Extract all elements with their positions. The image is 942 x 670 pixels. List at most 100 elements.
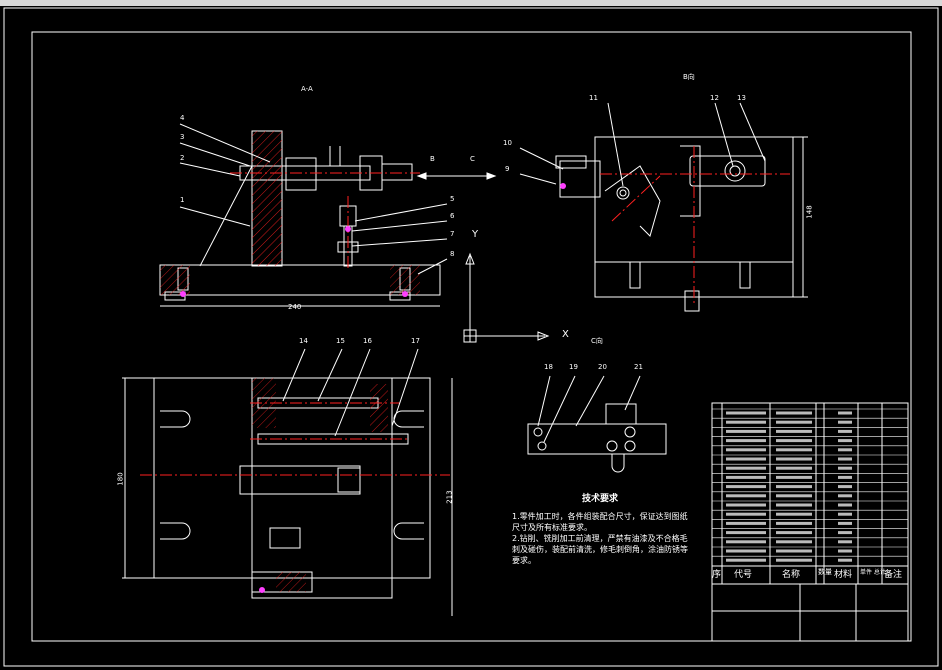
bom-cell-text	[838, 466, 852, 470]
bom-cell-text	[726, 549, 766, 553]
bom-cell-text	[838, 457, 852, 461]
part-no-4: 4	[180, 114, 185, 122]
plan-hatch-2	[370, 384, 388, 432]
bom-cell-text	[726, 558, 766, 562]
bom-header-code: 代号	[734, 570, 753, 580]
bom-cell-text	[776, 466, 812, 470]
drawing-border-inner	[31, 31, 912, 642]
bom-cell-text	[776, 494, 812, 498]
bom-cell-text	[776, 485, 812, 489]
bom-cell-text	[726, 521, 766, 525]
title-bar	[0, 0, 942, 6]
bom-cell-text	[838, 540, 852, 544]
part-no-18: 18	[544, 363, 553, 371]
plan-view	[122, 377, 453, 616]
bom-cell-text	[726, 503, 766, 507]
bolt-mark-right	[402, 291, 408, 297]
bom-table	[711, 402, 909, 642]
part-no-19: 19	[569, 363, 578, 371]
view-title-aa: A-A	[301, 85, 313, 93]
base-hatch-right	[390, 265, 420, 295]
bom-cell-text	[838, 521, 852, 525]
leader-lines-b	[519, 102, 766, 187]
part-no-5: 5	[450, 195, 455, 203]
bom-cell-text	[726, 457, 766, 461]
part-no-8: 8	[450, 250, 455, 258]
dimension-240: 240	[288, 303, 302, 311]
bom-cell-text	[776, 439, 812, 443]
cad-drawing-canvas[interactable]	[0, 6, 942, 670]
part-no-17: 17	[411, 337, 420, 345]
bom-cell-text	[726, 429, 766, 433]
bom-cell-text	[838, 549, 852, 553]
part-no-21: 21	[634, 363, 643, 371]
ucs-axes-icon[interactable]	[463, 252, 550, 343]
part-no-13: 13	[737, 94, 746, 102]
bom-cell-text	[838, 512, 852, 516]
bom-header-qty: 数量	[818, 568, 832, 576]
pin-mark	[345, 226, 351, 232]
bom-cell-text	[776, 448, 812, 452]
bom-header-remark: 备注	[884, 570, 903, 580]
technical-requirements: 技术要求 1.零件加工时，各件组装配合尺寸，保证达到图纸尺寸及所有标准要求。 2…	[512, 494, 688, 566]
leader-lines-plan	[282, 348, 419, 437]
part-no-11: 11	[589, 94, 598, 102]
bom-cell-text	[838, 448, 852, 452]
axis-label-y: Y	[472, 229, 479, 240]
bom-cell-text	[838, 503, 852, 507]
bom-cell-text	[776, 558, 812, 562]
tech-req-item-1: 1.零件加工时，各件组装配合尺寸，保证达到图纸尺寸及所有标准要求。	[512, 512, 688, 532]
tech-req-item-2: 2.钻削、铣削加工前清理，严禁有油漆及不合格毛刺及碰伤，装配前清洗，修毛刺倒角，…	[512, 534, 688, 565]
view-arrows	[416, 172, 497, 180]
part-no-14: 14	[299, 337, 308, 345]
bom-cell-text	[776, 531, 812, 535]
bom-cell-text	[726, 531, 766, 535]
arrow-label-c: C	[470, 155, 475, 163]
bom-cell-text	[726, 494, 766, 498]
bom-cell-text	[776, 521, 812, 525]
axis-label-x: X	[562, 329, 569, 340]
bom-header-material: 材料	[834, 570, 853, 580]
bom-cell-text	[726, 420, 766, 424]
bom-cell-text	[838, 439, 852, 443]
column-hatch	[252, 131, 282, 266]
bom-cell-text	[838, 531, 852, 535]
bom-cell-text	[776, 457, 812, 461]
bom-cell-text	[776, 512, 812, 516]
bom-cell-text	[726, 439, 766, 443]
part-no-3: 3	[180, 133, 185, 141]
bom-cell-text	[726, 512, 766, 516]
bom-cell-text	[726, 411, 766, 415]
b-mark	[560, 183, 566, 189]
bom-cell-text	[726, 448, 766, 452]
bom-header-weight: 单件 总计	[860, 569, 886, 576]
bom-cell-text	[838, 475, 852, 479]
bom-cell-text	[776, 549, 812, 553]
part-no-20: 20	[598, 363, 607, 371]
part-no-9: 9	[505, 165, 510, 173]
base-hatch-left	[160, 265, 190, 295]
bom-rows	[712, 408, 908, 562]
view-title-b: B向	[683, 73, 695, 81]
part-no-15: 15	[336, 337, 345, 345]
leader-lines-c	[537, 375, 641, 443]
view-b	[555, 136, 808, 312]
bom-cell-text	[776, 540, 812, 544]
part-no-7: 7	[450, 230, 455, 238]
bom-cell-text	[838, 411, 852, 415]
bom-cell-text	[726, 540, 766, 544]
bom-cell-text	[838, 558, 852, 562]
arrow-label-b: B	[430, 155, 435, 163]
part-no-1: 1	[180, 196, 185, 204]
tech-req-title: 技术要求	[581, 494, 618, 504]
part-no-16: 16	[363, 337, 372, 345]
bom-cell-text	[776, 475, 812, 479]
plan-hatch-3	[276, 572, 306, 592]
bom-cell-text	[726, 485, 766, 489]
plan-mark	[259, 587, 265, 593]
bom-cell-text	[726, 466, 766, 470]
view-c	[527, 403, 667, 473]
bom-cell-text	[838, 485, 852, 489]
dimension-180: 180	[116, 472, 125, 486]
bom-cell-text	[838, 429, 852, 433]
